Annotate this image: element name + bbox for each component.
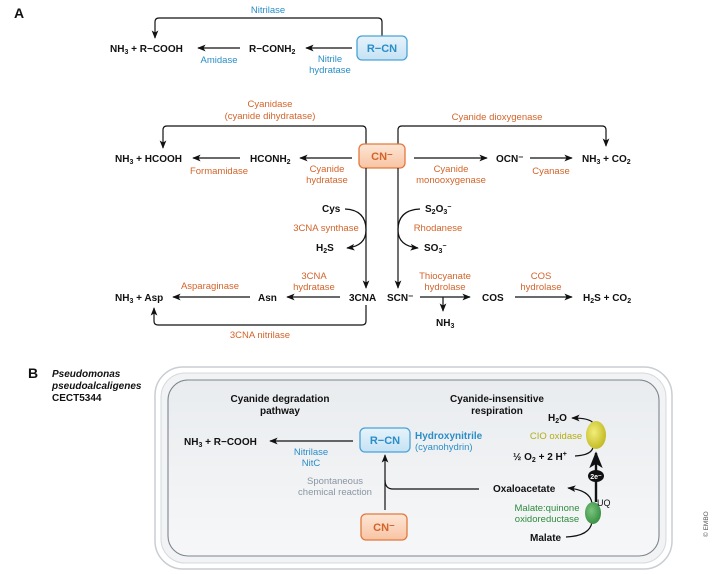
cyanide-hydratase-label-2: hydratase	[306, 175, 348, 186]
cio-substrate-curve	[574, 446, 594, 457]
cyanidase-label-1: Cyanidase	[248, 99, 293, 110]
cyanide-dioxygenase-label: Cyanide dioxygenase	[452, 112, 543, 123]
3cna-nitrilase-label: 3CNA nitrilase	[230, 330, 290, 341]
electron-badge	[588, 470, 604, 482]
nitrilase-arrow	[151, 17, 383, 39]
cyanohydrin-label: (cyanohydrin)	[415, 442, 473, 453]
mqo-product-arrow	[567, 485, 593, 504]
oxaloacetate: Oxaloacetate	[493, 484, 556, 495]
formamidase-label: Formamidase	[190, 166, 248, 177]
cyanidase-label-2: (cyanide dihydratase)	[225, 111, 316, 122]
degradation-title-2: pathway	[260, 406, 300, 417]
mqo-label-1: Malate:quinone	[515, 503, 580, 514]
h2s-co2-product: H2S + CO2	[583, 293, 631, 305]
respiration-title-1: Cyanide-insensitive	[450, 394, 544, 405]
asn-intermediate: Asn	[258, 293, 277, 304]
3cna-synthase-curve	[344, 208, 367, 251]
copyright-notice: © EMBO	[702, 511, 710, 537]
monooxygenase-label-1: Cyanide	[434, 164, 469, 175]
organism-species: pseudoalcaligenes	[51, 381, 142, 392]
cell-inner-membrane	[167, 379, 660, 557]
cos-hydrolase-label-2: hydrolase	[520, 282, 561, 293]
spontaneous-label-2: chemical reaction	[298, 487, 372, 498]
3cna-hydratase-label-1: 3CNA	[301, 271, 327, 282]
ocn-intermediate: OCN⁻	[496, 154, 524, 165]
rhodanese-label: Rhodanese	[414, 223, 463, 234]
b-cn-substrate: CN⁻	[373, 522, 395, 534]
cos-hydrolase-label-1: COS	[531, 271, 552, 282]
scn-intermediate: SCN⁻	[387, 293, 413, 304]
nitc-label-2: NitC	[302, 458, 321, 469]
hydroxynitrile-label: Hydroxynitrile	[415, 431, 483, 442]
rcn-substrate: R−CN	[367, 43, 397, 55]
cyanide-hydratase-label-1: Cyanide	[310, 164, 345, 175]
organism-genus: Pseudomonas	[52, 369, 121, 380]
cn-box	[358, 143, 406, 169]
mqo-enzyme-icon	[585, 502, 601, 524]
panel-a-label: A	[14, 5, 24, 21]
monooxygenase-label-2: monooxygenase	[416, 175, 486, 186]
nitrilase-label: Nitrilase	[251, 5, 285, 16]
nitc-label-1: Nitrilase	[294, 447, 328, 458]
oxygen-substrate: ½ O2 + 2 H+	[513, 451, 567, 464]
thiocyanate-hydrolase-label-1: Thiocyanate	[419, 271, 471, 282]
water-product: H2O	[548, 413, 567, 425]
b-cn-box	[360, 513, 408, 541]
asparaginase-label: Asparaginase	[181, 281, 239, 292]
nitrile-pathway: Nitrilase NH3 + R−COOH Amidase R−CONH2 N…	[110, 5, 408, 76]
b-rcn-box	[359, 427, 411, 453]
nh3-co2-product: NH3 + CO2	[582, 154, 631, 166]
nitrile-hydratase-label-2: hydratase	[309, 65, 351, 76]
oxaloacetate-to-rcn-line	[384, 479, 479, 490]
ubiquinone-label: UQ	[597, 498, 611, 508]
panel-b-label: B	[28, 365, 38, 381]
degradation-title-1: Cyanide degradation	[231, 394, 330, 405]
b-nh3-rcooh-product: NH3 + R−COOH	[184, 437, 257, 449]
nh3-byproduct: NH3	[436, 318, 454, 330]
rcn-box	[356, 35, 408, 61]
mqo-substrate-curve	[565, 521, 593, 538]
mqo-label-2: oxidoreductase	[515, 514, 579, 525]
nh3-asp-product: NH3 + Asp	[115, 293, 163, 305]
nh3-hcooh-product: NH3 + HCOOH	[115, 154, 182, 166]
cyanidase-arrow	[159, 125, 367, 149]
cyanide-dioxygenase-arrow	[397, 125, 610, 147]
3cna-synthase-label: 3CNA synthase	[293, 223, 358, 234]
amide-intermediate: R−CONH2	[249, 44, 296, 56]
cn-substrate: CN⁻	[371, 151, 393, 163]
formamide-intermediate: HCONH2	[250, 154, 291, 166]
3cna-nitrilase-arrow	[150, 305, 367, 326]
b-rcn-substrate: R−CN	[370, 435, 400, 447]
h2s-byproduct: H2S	[316, 243, 334, 255]
3cna-hydratase-label-2: hydratase	[293, 282, 335, 293]
cys-substrate: Cys	[322, 204, 341, 215]
cos-intermediate: COS	[482, 293, 504, 304]
nitrile-hydratase-label-1: Nitrile	[318, 54, 342, 65]
spontaneous-label-1: Spontaneous	[307, 476, 363, 487]
cyanase-label: Cyanase	[532, 166, 570, 177]
rhodanese-curve	[397, 208, 421, 251]
thiosulfate-substrate: S2O3−	[425, 204, 451, 216]
cio-enzyme-icon	[586, 421, 606, 449]
thiocyanate-hydrolase-label-2: hydrolase	[424, 282, 465, 293]
malate: Malate	[530, 533, 562, 544]
respiration-title-2: respiration	[471, 406, 523, 417]
3cna-intermediate: 3CNA	[349, 293, 376, 304]
organism-strain: CECT5344	[52, 393, 102, 404]
electron-label: 2e⁻	[590, 474, 602, 481]
cyanide-pathway: Cyanidase (cyanide dihydratase) Cyanide …	[115, 99, 631, 341]
cio-oxidase-label: CIO oxidase	[530, 431, 582, 442]
nh3-rcooh-product: NH3 + R−COOH	[110, 44, 183, 56]
sulfite-byproduct: SO3−	[424, 243, 446, 255]
amidase-label: Amidase	[201, 55, 238, 66]
